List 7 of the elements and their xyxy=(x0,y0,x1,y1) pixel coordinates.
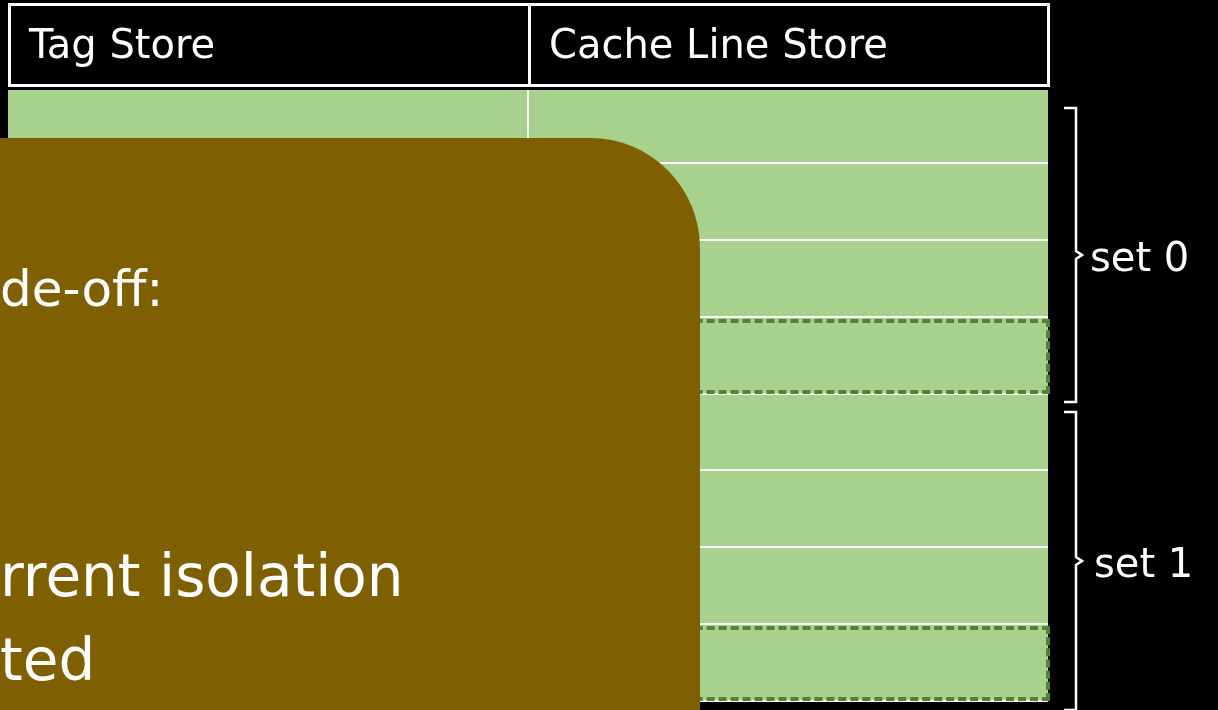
column-header: Tag Store xyxy=(8,3,531,87)
column-header: Cache Line Store xyxy=(528,3,1050,87)
body-text: rrent isolation ted xyxy=(0,541,405,696)
heading: de-off: xyxy=(0,260,164,318)
set-label: set 1 xyxy=(1094,540,1194,586)
callout-panel xyxy=(0,138,700,710)
set-label: set 0 xyxy=(1090,234,1190,280)
